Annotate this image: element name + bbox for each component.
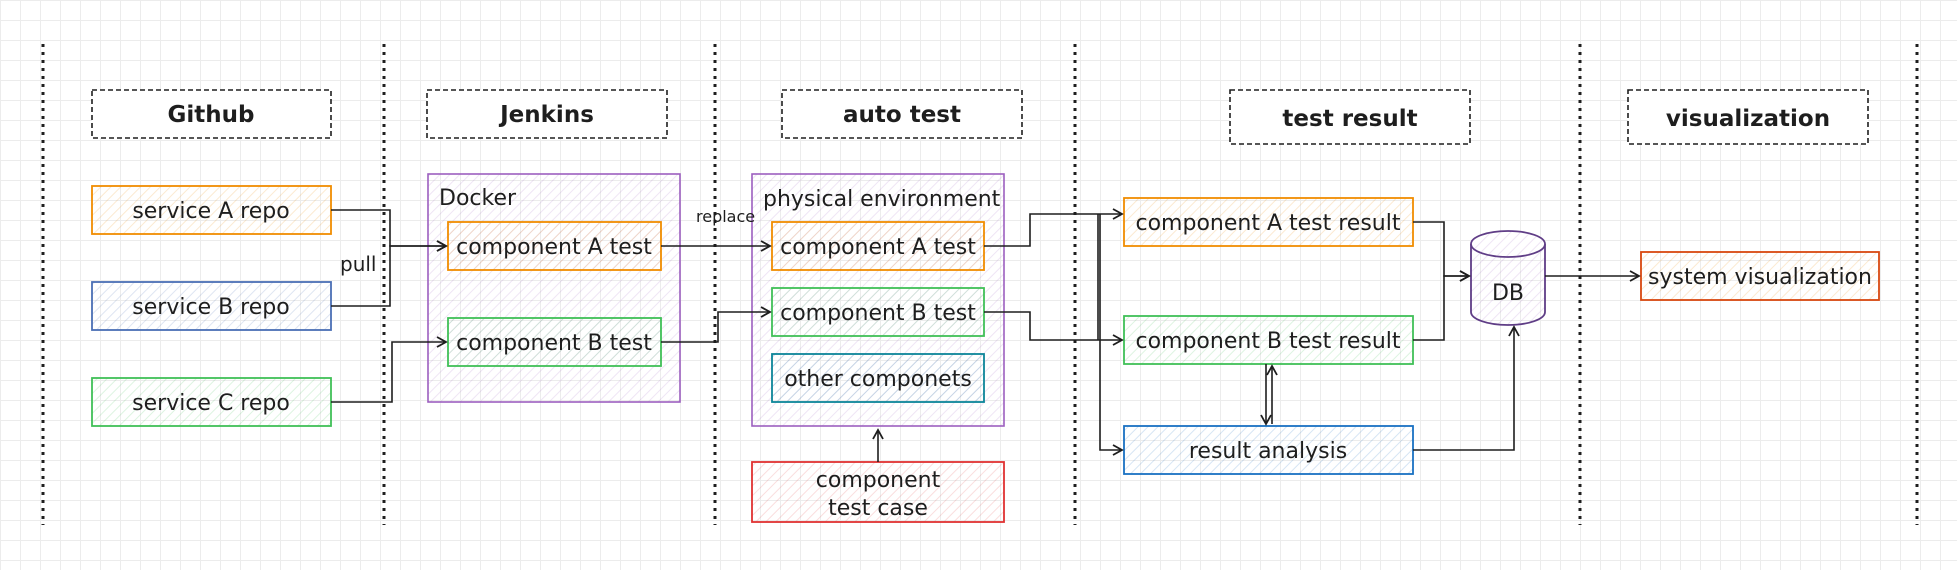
physical-component-b-test: component B test bbox=[771, 287, 985, 337]
physical-component-a-test: component A test bbox=[771, 221, 985, 271]
lane-dividers bbox=[41, 44, 1919, 525]
replace-edge-label: replace bbox=[696, 207, 755, 226]
system-visualization-label: system visualization bbox=[1648, 265, 1872, 290]
connectors bbox=[331, 208, 1641, 462]
other-components-label: other componets bbox=[784, 367, 972, 392]
component-b-test-result-label: component B test result bbox=[1135, 329, 1400, 354]
lane-title-test-result: test result bbox=[1229, 89, 1471, 145]
physical-environment-label: physical environment bbox=[763, 187, 1001, 212]
other-components: other componets bbox=[771, 353, 985, 403]
system-visualization: system visualization bbox=[1640, 251, 1880, 301]
arrow-jenkins-b-to-physical-b bbox=[661, 306, 772, 343]
component-test-case-line2: test case bbox=[828, 496, 928, 521]
lane-title-visualization: visualization bbox=[1627, 89, 1869, 145]
component-test-case-line1: component bbox=[816, 468, 941, 493]
arrow-repo-b-to-jenkins-a bbox=[331, 240, 448, 307]
result-analysis: result analysis bbox=[1123, 425, 1414, 475]
service-c-repo: service C repo bbox=[91, 377, 332, 427]
db-cylinder: DB bbox=[1470, 230, 1546, 326]
result-analysis-label: result analysis bbox=[1189, 439, 1347, 464]
service-a-repo: service A repo bbox=[91, 185, 332, 235]
lane-title-jenkins-text: Jenkins bbox=[498, 102, 594, 128]
lane-title-github: Github bbox=[91, 89, 332, 139]
lane-title-jenkins: Jenkins bbox=[426, 89, 668, 139]
component-test-case: component test case bbox=[751, 461, 1005, 523]
service-b-repo-label: service B repo bbox=[132, 295, 289, 320]
component-a-test-result-label: component A test result bbox=[1136, 211, 1401, 236]
arrow-repo-c-to-jenkins-b bbox=[331, 336, 448, 403]
jenkins-component-b-test-label: component B test bbox=[456, 331, 652, 356]
lane-title-auto-test-text: auto test bbox=[843, 102, 961, 128]
arrow-physical-a-to-result-a bbox=[984, 208, 1124, 247]
arrow-physical-b-to-result-b bbox=[984, 311, 1124, 346]
service-b-repo: service B repo bbox=[91, 281, 332, 331]
service-a-repo-label: service A repo bbox=[132, 199, 289, 224]
physical-component-a-test-label: component A test bbox=[780, 235, 976, 260]
docker-label: Docker bbox=[439, 186, 517, 211]
arrow-bus-to-result-a bbox=[1099, 214, 1124, 456]
docker-container: Docker bbox=[427, 173, 681, 403]
lane-title-auto-test: auto test bbox=[781, 89, 1023, 139]
db-label: DB bbox=[1492, 281, 1524, 306]
lane-title-github-text: Github bbox=[168, 102, 255, 128]
pull-edge-label: pull bbox=[340, 252, 376, 276]
lane-title-visualization-text: visualization bbox=[1666, 106, 1830, 132]
component-a-test-result: component A test result bbox=[1123, 197, 1414, 247]
component-b-test-result: component B test result bbox=[1123, 315, 1414, 365]
service-c-repo-label: service C repo bbox=[132, 391, 290, 416]
arrow-result-b-to-db bbox=[1413, 270, 1471, 341]
physical-component-b-test-label: component B test bbox=[780, 301, 976, 326]
jenkins-component-b-test: component B test bbox=[447, 317, 662, 367]
arrow-result-a-to-db bbox=[1413, 221, 1471, 282]
lane-title-test-result-text: test result bbox=[1282, 106, 1417, 132]
jenkins-component-a-test: component A test bbox=[447, 221, 662, 271]
jenkins-component-a-test-label: component A test bbox=[456, 235, 652, 260]
arrow-analysis-to-db bbox=[1413, 325, 1520, 451]
